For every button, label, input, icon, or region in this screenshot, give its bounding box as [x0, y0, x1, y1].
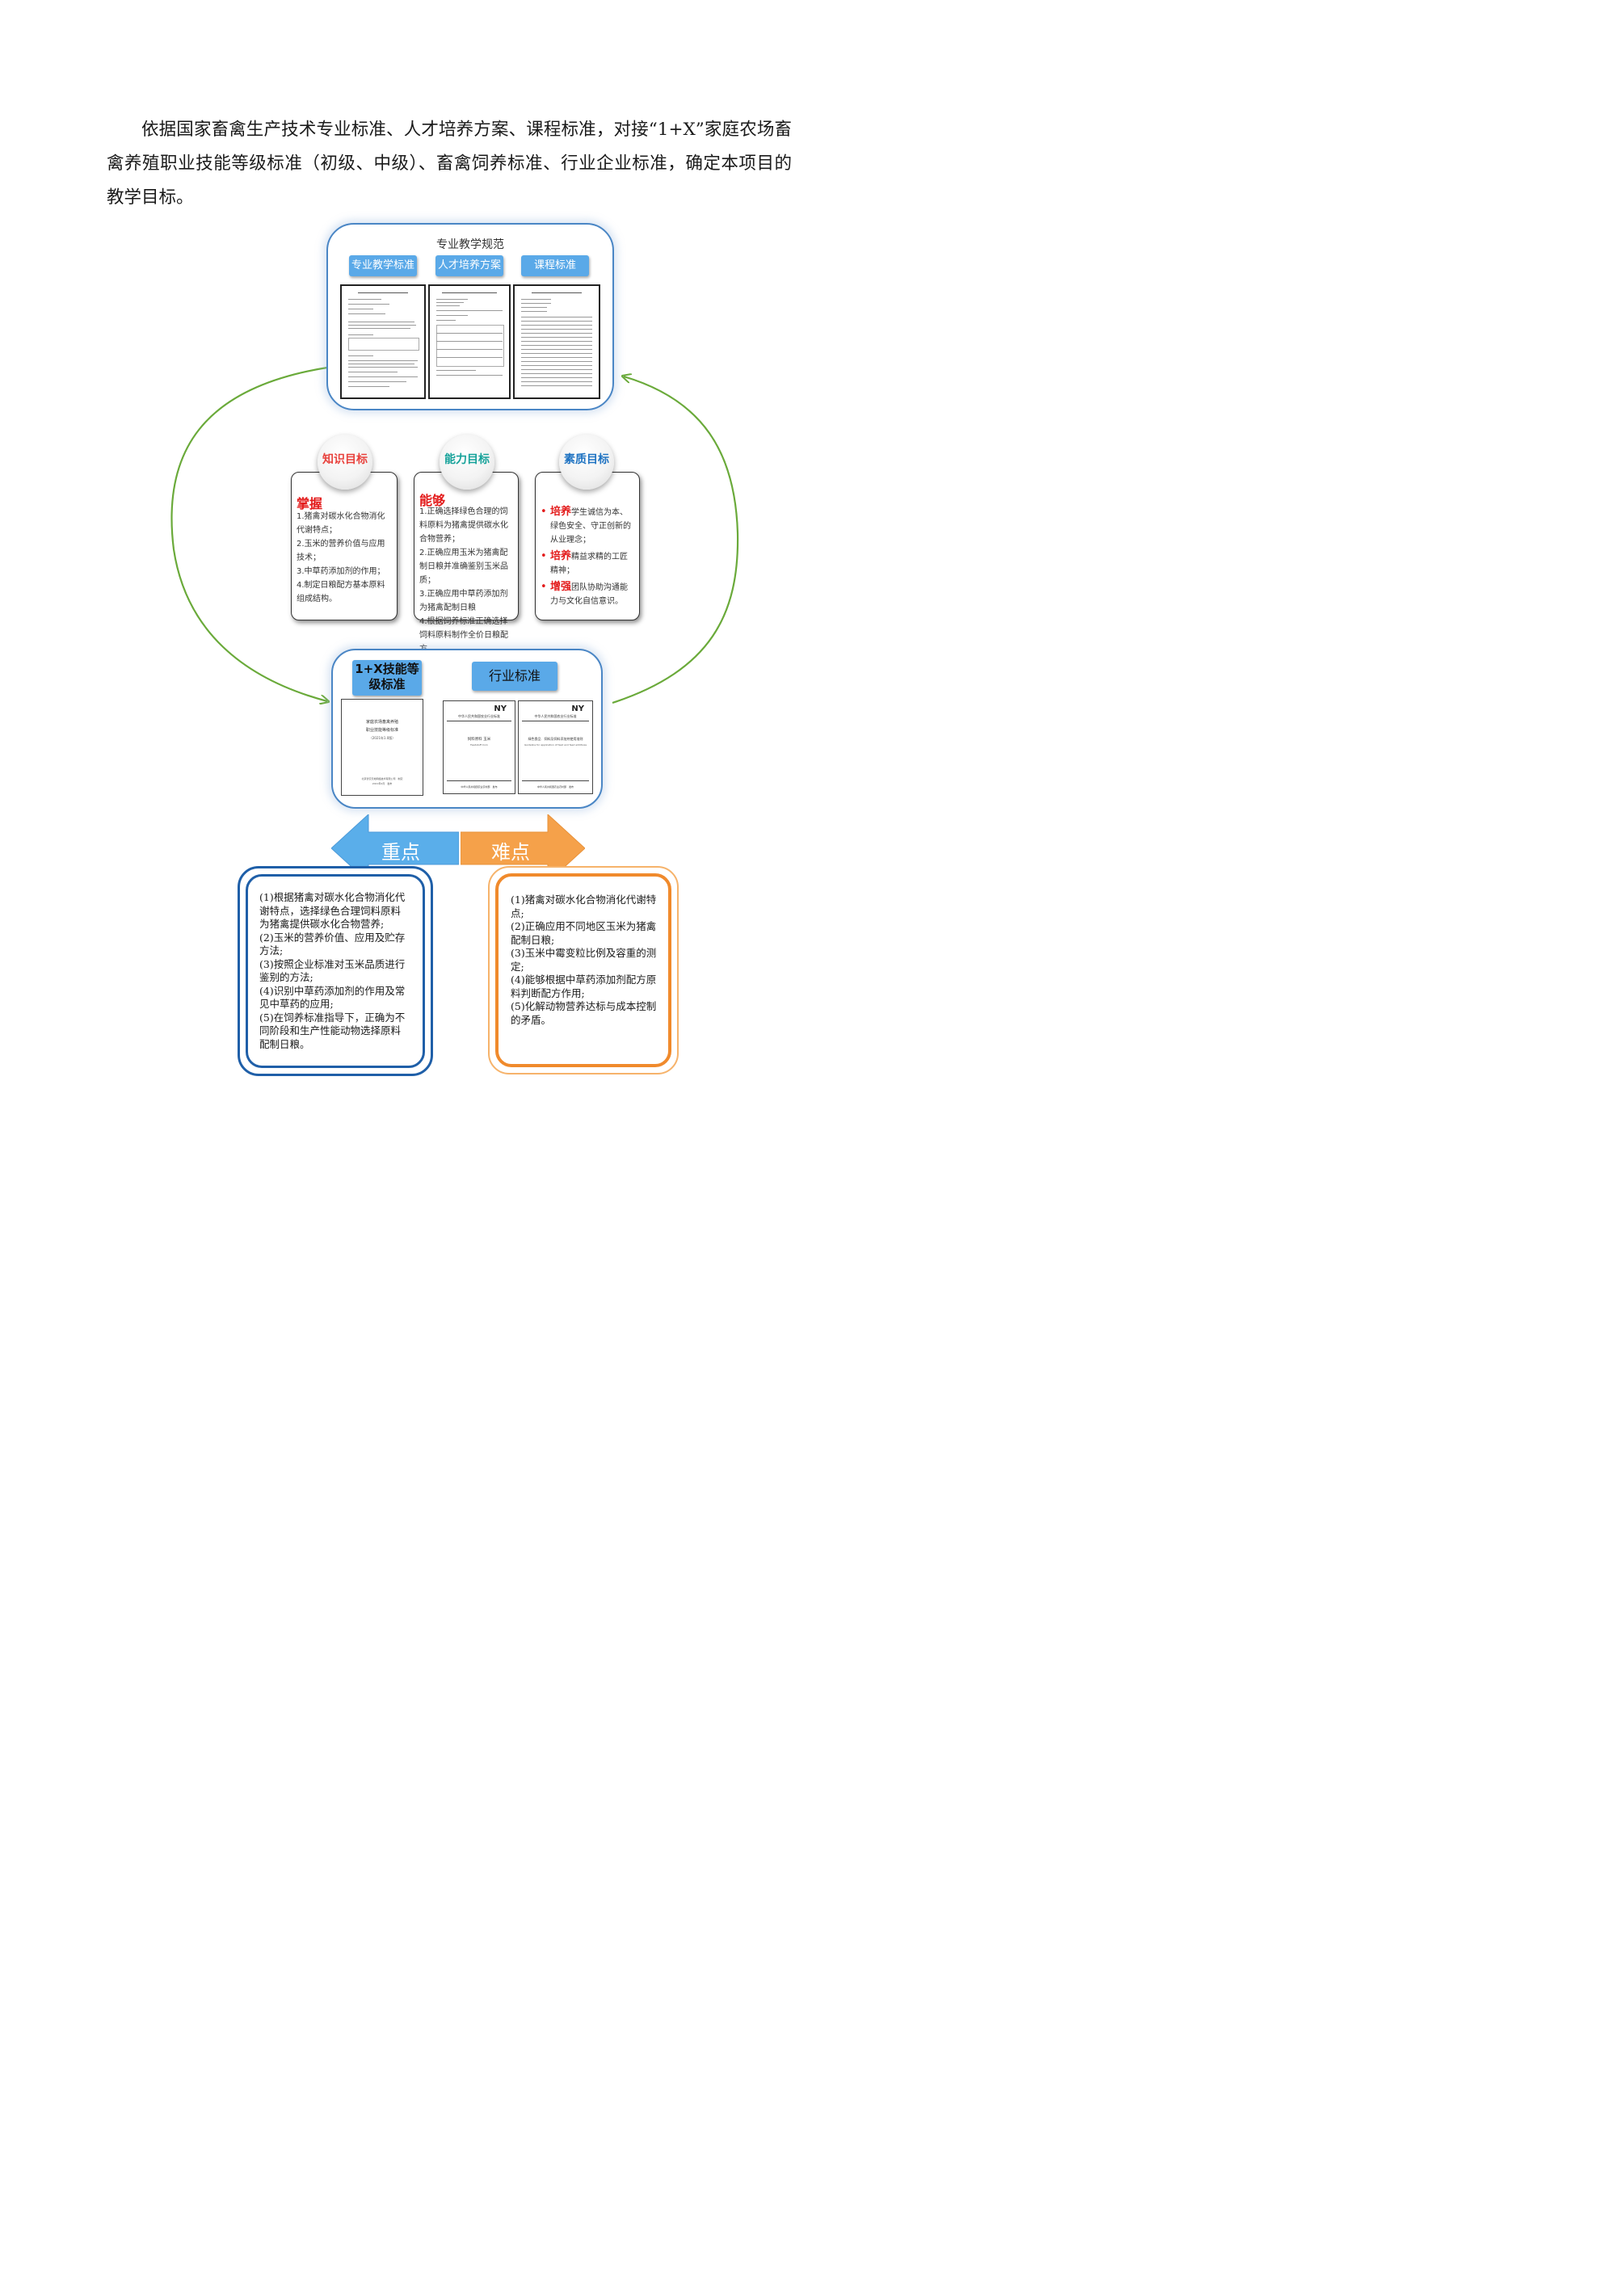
difficult-points-inner-frame — [495, 873, 671, 1067]
tab-professional-standard: 专业教学标准 — [349, 255, 417, 276]
list-item: 1.猪禽对碳水化合物消化代谢特点； — [297, 512, 385, 535]
panel-title: 专业教学规范 — [436, 238, 504, 251]
ability-goal-list: 1.正确选择绿色合理的饲料原料为猪禽提供碳水化合物营养； 2.正确应用玉米为猪禽… — [419, 505, 513, 656]
intro-paragraph: 依据国家畜禽生产技术专业标准、人才培养方案、课程标准，对接“1+X”家庭农场畜禽… — [107, 120, 792, 208]
knowledge-goal-list: 1.猪禽对碳水化合物消化代谢特点； 2.玉米的营养价值与应用技术； 3.中草药添… — [297, 510, 392, 606]
knowledge-goal-card: 掌握 1.猪禽对碳水化合物消化代谢特点； 2.玉米的营养价值与应用技术； 3.中… — [291, 472, 398, 620]
list-item: (2)玉米的营养价值、应用及贮存方法; — [259, 931, 406, 957]
list-item: 2.玉米的营养价值与应用技术； — [297, 540, 385, 562]
doc-line: 家庭农场畜禽养殖 — [365, 720, 398, 725]
industry-standard-corn-document: NY 中华人民共和国农业行业标准 饲料原料 玉米 Feedstuff Corn … — [443, 700, 515, 794]
doc-footer: 中华人民共和国农业农村部 发布 — [461, 785, 498, 788]
key-points-box: (1)根据猪禽对碳水化合物消化代谢特点，选择绿色合理饲料原料为猪禽提供碳水化合物… — [238, 866, 433, 1076]
ny-mark: NY — [494, 704, 507, 713]
doc-subtitle: Feedstuff Corn — [470, 743, 488, 746]
skill-standards-panel: 1+X技能等级标准 行业标准 家庭农场畜禽养殖 职业技能等级标准 （2021年1… — [331, 649, 603, 809]
doc-title: 绿色食品 饲料及饲料添加剂使用准则 — [528, 737, 583, 741]
knowledge-goal-title: 知识目标 — [322, 453, 368, 466]
list-item: (1)根据猪禽对碳水化合物消化代谢特点，选择绿色合理饲料原料为猪禽提供碳水化合物… — [259, 891, 406, 930]
quality-goal-title: 素质目标 — [564, 453, 609, 466]
tab-industry-standard: 行业标准 — [472, 662, 557, 691]
doc-header: 中华人民共和国农业行业标准 — [458, 714, 500, 718]
quality-goal-badge: 素质目标 — [559, 435, 614, 490]
industry-standard-green-feed-document: NY 中华人民共和国农业行业标准 绿色食品 饲料及饲料添加剂使用准则 Guide… — [518, 700, 593, 794]
doc-line: 北京智农天地网络技术有限公司 制定 — [361, 777, 403, 780]
list-item: (3)玉米中霉变粒比例及容重的测定; — [511, 947, 657, 973]
list-item: (4)能够根据中草药添加剂配方原料判断配方作用; — [511, 973, 657, 999]
doc-title: 饲料原料 玉米 — [467, 738, 491, 742]
tab-1x-skill-standard: 1+X技能等级标准 — [352, 660, 422, 696]
list-item: (3)按照企业标准对玉米品质进行鉴别的方法; — [259, 957, 406, 984]
doc-subtitle: Guideline for application of feed and fe… — [524, 743, 587, 746]
document-thumbnail — [340, 284, 426, 399]
list-item: 增强团队协助沟通能力与文化自信意识。 — [541, 580, 634, 608]
list-item: 1.正确选择绿色合理的饲料原料为猪禽提供碳水化合物营养； — [419, 507, 508, 544]
ny-mark: NY — [571, 704, 584, 713]
list-item: 培养精益求精的工匠精神； — [541, 549, 634, 578]
ability-goal-badge: 能力目标 — [440, 435, 494, 490]
difficult-points-box: (1)猪禽对碳水化合物消化代谢特点; (2)正确应用不同地区玉米为猪禽配制日粮;… — [488, 866, 679, 1074]
quality-keyword: 增强 — [550, 581, 572, 593]
knowledge-goal-badge: 知识目标 — [318, 435, 372, 490]
tab-training-plan: 人才培养方案 — [435, 255, 503, 276]
doc-line: （2021年1.0版） — [368, 736, 396, 740]
doc-header: 中华人民共和国农业行业标准 — [534, 714, 577, 718]
difficult-points-list: (1)猪禽对碳水化合物消化代谢特点; (2)正确应用不同地区玉米为猪禽配制日粮;… — [511, 894, 659, 1027]
list-item: 2.正确应用玉米为猪禽配制日粮并准确鉴别玉米品质； — [419, 549, 508, 585]
doc-footer: 中华人民共和国农业农村部 发布 — [536, 785, 574, 788]
doc-line: 2021年2月 发布 — [372, 782, 393, 785]
quality-keyword: 培养 — [550, 550, 572, 562]
list-item: (2)正确应用不同地区玉米为猪禽配制日粮; — [511, 920, 657, 946]
quality-goal-card: 培养学生诚信为本、绿色安全、守正创新的从业理念； 培养精益求精的工匠精神； 增强… — [535, 472, 640, 620]
quality-text: 精益求精的工匠精神； — [550, 553, 629, 575]
knowledge-goal-head: 掌握 — [297, 496, 323, 511]
document-thumbnail — [428, 284, 511, 399]
list-item: (4)识别中草药添加剂的作用及常见中草药的应用; — [259, 984, 406, 1011]
doc-line: 职业技能等级标准 — [365, 728, 398, 733]
key-points-inner-frame — [246, 874, 425, 1068]
list-item: 培养学生诚信为本、绿色安全、守正创新的从业理念； — [541, 505, 634, 547]
ability-goal-head: 能够 — [419, 493, 446, 508]
teaching-standards-panel: 专业教学规范 专业教学标准 人才培养方案 课程标准 — [326, 223, 614, 410]
quality-text: 团队协助沟通能力与文化自信意识。 — [550, 583, 629, 606]
list-item: 3.中草药添加剂的作用； — [297, 567, 385, 576]
ability-goal-title: 能力目标 — [444, 453, 490, 466]
skill-standard-document: 家庭农场畜禽养殖 职业技能等级标准 （2021年1.0版） 北京智农天地网络技术… — [341, 699, 423, 796]
ability-goal-card: 能够 1.正确选择绿色合理的饲料原料为猪禽提供碳水化合物营养； 2.正确应用玉米… — [414, 472, 519, 654]
quality-goal-list: 培养学生诚信为本、绿色安全、守正创新的从业理念； 培养精益求精的工匠精神； 增强… — [541, 505, 634, 608]
list-item: (5)化解动物营养达标与成本控制的矛盾。 — [511, 1000, 657, 1026]
key-points-label: 重点 — [381, 841, 420, 864]
quality-text: 学生诚信为本、绿色安全、守正创新的从业理念； — [550, 508, 631, 545]
list-item: 4.制定日粮配方基本原料组成结构。 — [297, 581, 385, 603]
quality-keyword: 培养 — [550, 506, 572, 518]
document-thumbnail — [513, 284, 600, 399]
list-item: (1)猪禽对碳水化合物消化代谢特点; — [511, 894, 657, 919]
list-item: (5)在饲养标准指导下，正确为不同阶段和生产性能动物选择原料配制日粮。 — [259, 1011, 406, 1050]
difficult-points-label: 难点 — [491, 841, 530, 864]
tab-course-standard: 课程标准 — [521, 255, 589, 276]
list-item: 3.正确应用中草药添加剂为猪禽配制日粮 — [419, 590, 508, 612]
key-points-list: (1)根据猪禽对碳水化合物消化代谢特点，选择绿色合理饲料原料为猪禽提供碳水化合物… — [259, 891, 410, 1051]
